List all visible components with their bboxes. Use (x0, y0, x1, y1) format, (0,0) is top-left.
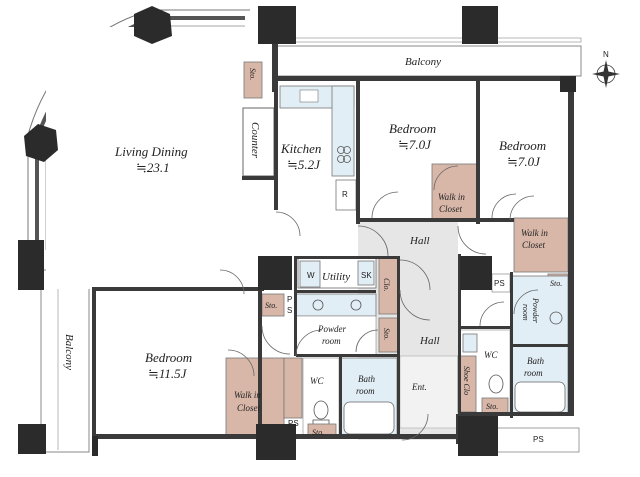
sto-hall-label: Sto. (382, 328, 391, 340)
bedroom-b (480, 80, 568, 220)
hall-lower-label: Hall (419, 335, 440, 347)
sto-right-label: Sto. (550, 279, 562, 288)
sto-mid-label: Sto. (265, 301, 277, 310)
room-labels: Balcony Balcony Living Dining ≒23.1 Coun… (63, 56, 562, 444)
powder-room-1-counter (295, 293, 377, 317)
door-swings (219, 165, 539, 441)
powder-room-1-sub: room (322, 336, 341, 346)
balcony-left (40, 269, 90, 453)
sto-kitchen-label: Sto. (248, 68, 257, 80)
utility-label: Utility (322, 271, 350, 283)
entrance-label: Ent. (411, 382, 427, 392)
wc-right-label: WC (484, 350, 498, 360)
ps-bottom-area (494, 427, 580, 453)
kitchen-name: Kitchen (280, 141, 321, 156)
living-dining-floor (46, 27, 276, 289)
ps-bottom-label: PS (533, 435, 544, 444)
closet-2-label: Closet (522, 240, 546, 250)
sto-wc-left-label: Sto. (312, 428, 324, 437)
ps-right-label: PS (494, 279, 505, 288)
living-dining-size: ≒23.1 (136, 160, 170, 175)
bedroom-a-name: Bedroom (389, 121, 436, 136)
bedroom-b-size: ≒7.0J (507, 154, 541, 169)
living-dining-name: Living Dining (114, 144, 188, 159)
ps-mid-s-label: S (287, 306, 292, 315)
clo-label: Clo. (382, 278, 391, 292)
sto-kitchen (243, 61, 263, 99)
powder-room-2-sub: room (521, 304, 530, 321)
balcony-top-label: Balcony (405, 56, 441, 68)
walk-in-2-label: Walk in (521, 228, 548, 238)
ps-mid-p-label: P (287, 295, 292, 304)
bath-right-sub: room (524, 368, 543, 378)
sto-wc-right-label: Sto. (486, 402, 498, 411)
bath-left-sub: room (356, 386, 375, 396)
sk-label: SK (361, 271, 372, 280)
compass-icon: N (592, 50, 620, 88)
balcony-left-label: Balcony (63, 334, 75, 370)
hall-upper-label: Hall (409, 235, 430, 247)
sink-sk (357, 260, 375, 286)
walk-in-1-label: Walk in (438, 192, 465, 202)
powder-room-1-name: Powder (317, 324, 346, 334)
walk-in-closet-3 (225, 357, 285, 437)
shoe-clo-label: Shoe Clo (462, 366, 471, 395)
powder-room-2-name: Powder (531, 297, 540, 324)
refrigerator-label: R (342, 190, 348, 199)
compass-north-label: N (603, 50, 609, 59)
counter-label: Counter (249, 122, 261, 159)
bath-left-name: Bath (358, 374, 375, 384)
closet-3-label: Closet (237, 403, 261, 413)
entrance-floor (399, 355, 459, 429)
walk-in-closet-1 (431, 163, 479, 221)
walk-in-closet-2 (513, 217, 569, 273)
kitchen-size: ≒5.2J (287, 157, 321, 172)
closet-1-label: Closet (439, 204, 463, 214)
balcony-top (274, 45, 582, 77)
columns (18, 6, 576, 460)
kitchen-counter-side (331, 85, 355, 177)
wc-left-label: WC (310, 376, 324, 386)
bedroom-b-name: Bedroom (499, 138, 546, 153)
walk-in-3-label: Walk in (234, 390, 261, 400)
bedroom-a-size: ≒7.0J (398, 137, 432, 152)
main-bedroom-name: Bedroom (145, 350, 192, 365)
ps-wc-label: PS (288, 419, 299, 428)
bath-right-name: Bath (527, 356, 544, 366)
main-bedroom-size: ≒11.5J (148, 366, 188, 381)
washer-label: W (307, 271, 315, 280)
washer (299, 260, 321, 288)
